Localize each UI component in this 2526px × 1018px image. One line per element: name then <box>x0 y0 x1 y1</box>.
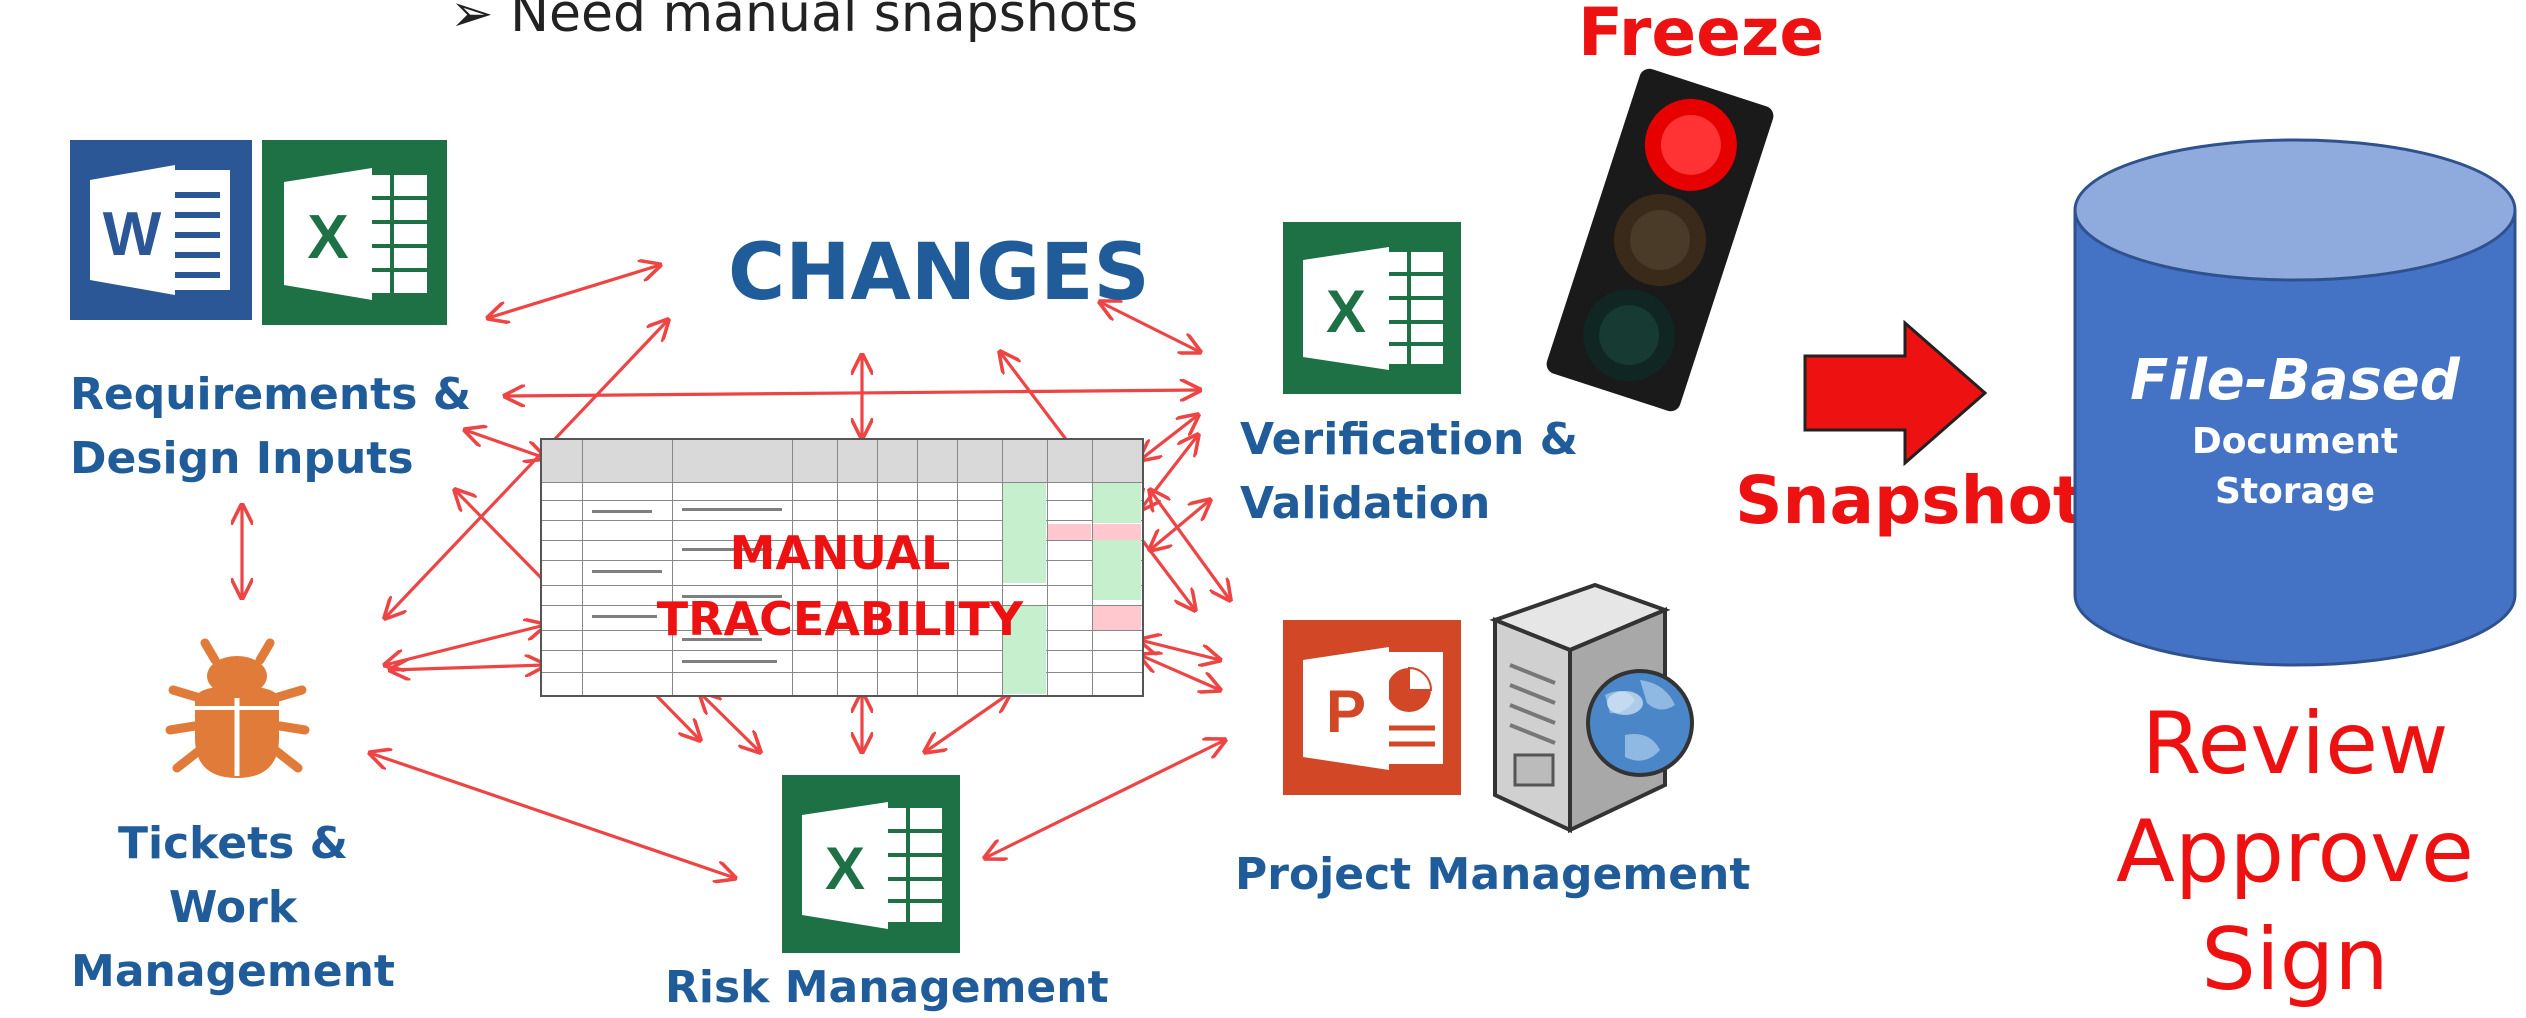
excel-letter: X <box>825 835 865 902</box>
document-storage-cylinder <box>2070 135 2520 675</box>
storage-line3: Storage <box>2214 471 2376 512</box>
project-label: Project Management <box>1235 849 1751 900</box>
changes-label: CHANGES <box>728 228 1150 318</box>
ppt-letter: P <box>1326 678 1366 745</box>
bug-icon <box>165 638 310 783</box>
excel-icon-risk: X <box>782 775 960 953</box>
manual-line2: TRACEABILITY <box>656 592 1024 646</box>
storage-line1: File-Based <box>2130 348 2460 413</box>
word-icon: W <box>70 140 252 320</box>
traffic-light-icon <box>1540 60 1780 420</box>
review-approve-sign-label: Review Approve Sign <box>2050 690 2526 1014</box>
freeze-label: Freeze <box>1578 0 1825 71</box>
powerpoint-icon: P <box>1283 620 1461 795</box>
verification-line2: Validation <box>1240 478 1491 529</box>
word-letter: W <box>103 200 162 269</box>
review-line2: Approve <box>2116 802 2474 902</box>
excel-letter: X <box>1326 278 1366 345</box>
verification-label: Verification & Validation <box>1240 408 1578 536</box>
tickets-label: Tickets & Work Management <box>18 812 448 1004</box>
tickets-line2: Work Management <box>71 882 395 997</box>
snapshot-label: Snapshot <box>1735 462 2085 539</box>
risk-label: Risk Management <box>665 962 1109 1013</box>
review-line3: Sign <box>2201 910 2389 1010</box>
storage-line2: Document <box>2191 421 2399 462</box>
review-line1: Review <box>2141 694 2449 794</box>
tickets-line1: Tickets & <box>117 818 348 869</box>
top-bullet-text: ➢ Need manual snapshots <box>450 0 1139 44</box>
requirements-label: Requirements & Design Inputs <box>70 363 471 491</box>
web-server-icon <box>1475 575 1700 835</box>
traceability-spreadsheet <box>540 438 1144 697</box>
manual-traceability-label: MANUAL TRACEABILITY <box>560 520 1120 652</box>
verification-line1: Verification & <box>1240 414 1579 465</box>
excel-icon-requirements: X <box>262 140 447 325</box>
excel-icon-verification: X <box>1283 222 1461 394</box>
manual-line1: MANUAL <box>729 526 951 580</box>
excel-letter: X <box>307 203 348 272</box>
requirements-line2: Design Inputs <box>70 433 414 484</box>
storage-label: File-Based Document Storage <box>2075 345 2515 517</box>
requirements-line1: Requirements & <box>70 369 472 420</box>
snapshot-arrow-icon <box>1800 318 1990 468</box>
